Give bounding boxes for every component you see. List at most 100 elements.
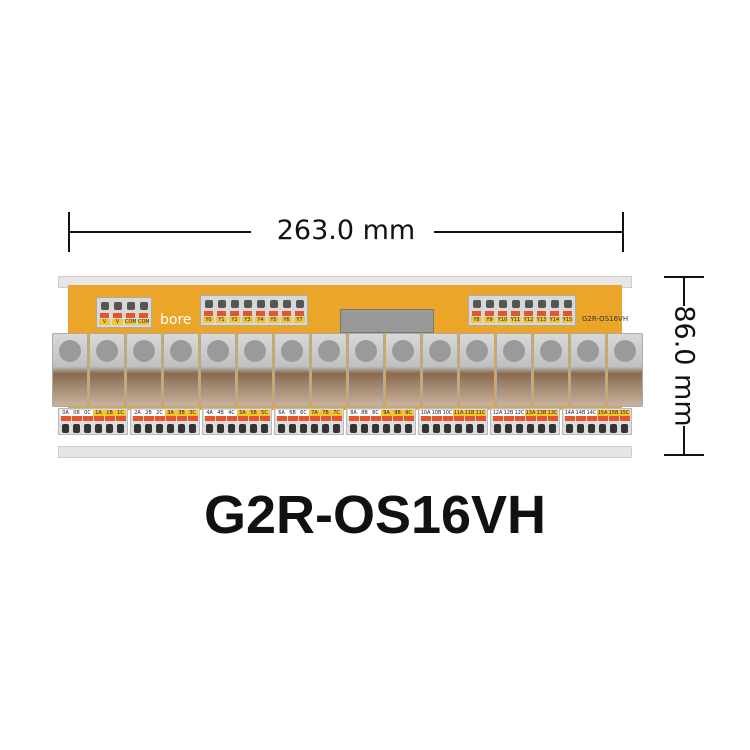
relay: [607, 333, 643, 407]
terminal: 15B: [608, 410, 619, 433]
terminal: 14B: [575, 410, 586, 433]
pin-label: Y2: [229, 317, 240, 323]
terminal: 14A: [564, 410, 575, 433]
terminal-label: 10B: [431, 410, 442, 416]
connector-pin: Y4: [255, 298, 266, 323]
terminal: 10A: [420, 410, 431, 433]
terminal-label: 5B: [248, 410, 259, 416]
din-rail-bottom: [58, 446, 632, 458]
relay: [89, 333, 125, 407]
terminal: 6A: [276, 410, 287, 433]
width-dimension: 263.0 mm: [68, 212, 624, 252]
terminal: 13A: [525, 410, 536, 433]
terminal-label: 11C: [475, 410, 486, 416]
terminal-label: 0B: [71, 410, 82, 416]
relay: [311, 333, 347, 407]
pin-label: V: [99, 319, 110, 325]
pin-label: Y5: [268, 317, 279, 323]
terminal-label: 5C: [259, 410, 270, 416]
terminal-label: 13A: [525, 410, 536, 416]
height-dimension: 86.0 mm: [664, 276, 704, 456]
terminal-label: 14C: [586, 410, 597, 416]
relay-row: [52, 333, 643, 407]
relay: [533, 333, 569, 407]
terminal-label: 4C: [226, 410, 237, 416]
terminal-label: 15A: [597, 410, 608, 416]
terminal: 7B: [320, 410, 331, 433]
relay: [163, 333, 199, 407]
terminal: 3C: [187, 410, 198, 433]
pin-label: Y14: [549, 317, 560, 323]
terminal: 2A: [132, 410, 143, 433]
board-model-print: G2R-OS16VH: [582, 315, 629, 323]
terminal-label: 12C: [514, 410, 525, 416]
terminal: 3A: [165, 410, 176, 433]
terminal-label: 5A: [237, 410, 248, 416]
terminal-label: 7A: [309, 410, 320, 416]
terminal-label: 2C: [154, 410, 165, 416]
terminal-label: 13C: [547, 410, 558, 416]
terminal: 8A: [348, 410, 359, 433]
terminal: 7A: [309, 410, 320, 433]
terminal-label: 8B: [359, 410, 370, 416]
terminal-label: 15C: [619, 410, 630, 416]
terminal: 0C: [82, 410, 93, 433]
terminal-label: 3A: [165, 410, 176, 416]
width-label: 263.0 mm: [276, 215, 416, 246]
connector-pin: Y14: [549, 298, 560, 323]
terminal-label: 0A: [60, 410, 71, 416]
terminal-label: 1A: [93, 410, 104, 416]
terminal: 12B: [503, 410, 514, 433]
terminal: 12A: [492, 410, 503, 433]
terminal-label: 11A: [453, 410, 464, 416]
connector-pin: Y12: [523, 298, 534, 323]
pin-label: Y1: [216, 317, 227, 323]
terminal: 2C: [154, 410, 165, 433]
pin-label: Y4: [255, 317, 266, 323]
terminal: 9B: [392, 410, 403, 433]
terminal-label: 6C: [298, 410, 309, 416]
terminal: 0A: [60, 410, 71, 433]
connector-pin: Y9: [484, 298, 495, 323]
pin-label: Y7: [294, 317, 305, 323]
terminal-label: 2A: [132, 410, 143, 416]
connector-pin: Y3: [242, 298, 253, 323]
terminal: 6B: [287, 410, 298, 433]
pin-label: Y6: [281, 317, 292, 323]
terminal: 2B: [143, 410, 154, 433]
terminal-label: 10A: [420, 410, 431, 416]
connector-pin: Y0: [203, 298, 214, 323]
connector-pin: Y7: [294, 298, 305, 323]
terminal: 4B: [215, 410, 226, 433]
terminal-label: 2B: [143, 410, 154, 416]
terminal: 5C: [259, 410, 270, 433]
terminal-label: 12B: [503, 410, 514, 416]
relay: [422, 333, 458, 407]
terminal-label: 12A: [492, 410, 503, 416]
product-title: G2R-OS16VH: [203, 485, 547, 545]
relay: [570, 333, 606, 407]
terminal: 1B: [104, 410, 115, 433]
pin-label: Y11: [510, 317, 521, 323]
terminal-label: 8A: [348, 410, 359, 416]
terminal: 3B: [176, 410, 187, 433]
terminal: 7C: [331, 410, 342, 433]
relay: [52, 333, 88, 407]
terminal-label: 9C: [403, 410, 414, 416]
relay: [237, 333, 273, 407]
terminal-label: 15B: [608, 410, 619, 416]
terminal: 10B: [431, 410, 442, 433]
pin-label: COM: [138, 319, 149, 325]
terminal-label: 0C: [82, 410, 93, 416]
pin-label: Y0: [203, 317, 214, 323]
terminal: 11A: [453, 410, 464, 433]
pin-label: Y15: [562, 317, 573, 323]
pin-label: COM: [125, 319, 136, 325]
relay: [200, 333, 236, 407]
